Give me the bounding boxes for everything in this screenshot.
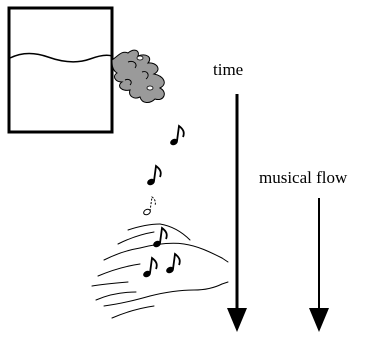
down-arrow-icon — [227, 308, 247, 332]
water-tank-icon — [9, 8, 112, 132]
musical-note-icon — [143, 197, 156, 216]
musical-flow-arrow — [309, 198, 329, 332]
water-surface — [10, 53, 112, 62]
musical-flow-label: musical flow — [259, 168, 347, 188]
down-arrow-icon — [309, 308, 329, 332]
falling-notes — [142, 126, 184, 278]
water-splash-icon — [112, 50, 164, 102]
musical-note-icon — [169, 126, 184, 146]
time-arrow — [227, 94, 247, 332]
musical-note-icon — [146, 166, 161, 186]
musical-note-icon — [142, 258, 157, 278]
time-label: time — [213, 60, 243, 80]
musical-note-icon — [165, 254, 180, 274]
